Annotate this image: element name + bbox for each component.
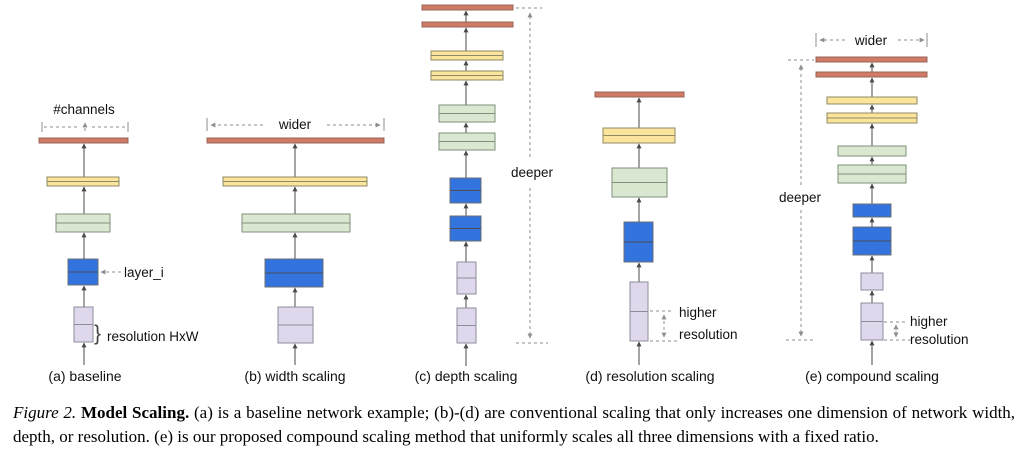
model-scaling-diagram: #channels layer_i} resolution HxW (a) basel… xyxy=(38,4,969,384)
layer-box-blue xyxy=(852,203,892,218)
layer-box-red xyxy=(38,137,129,144)
wider-label: wider xyxy=(854,33,888,48)
diagram-caption: (b) width scaling xyxy=(244,368,345,384)
layer-box-red xyxy=(815,71,928,78)
layer-box-red xyxy=(421,4,514,11)
layer-box-red xyxy=(421,21,514,28)
figure-caption: Figure 2. Model Scaling. (a) is a baseli… xyxy=(13,401,1015,448)
figure-caption-text: (a) is a baseline network example; (b)-(… xyxy=(13,403,1016,446)
resolution-label: resolution xyxy=(910,332,969,347)
layer-box-red xyxy=(594,91,685,98)
higher-label: higher xyxy=(679,305,717,320)
layer-box-yellow xyxy=(826,96,918,105)
layer-label: layer_i xyxy=(124,265,164,280)
layer-box-purple xyxy=(860,272,884,291)
layer-box-green xyxy=(837,145,907,157)
diagram-caption: (e) compound scaling xyxy=(805,368,939,384)
diagram-caption: (a) baseline xyxy=(48,368,121,384)
deeper-label: deeper xyxy=(511,165,554,180)
channels-label: #channels xyxy=(53,102,115,117)
layer-box-red xyxy=(815,56,928,63)
wider-label: wider xyxy=(278,117,312,132)
figure-label: Figure 2. xyxy=(13,403,77,422)
brace-glyph: } xyxy=(94,322,101,345)
higher-label: higher xyxy=(910,314,948,329)
resolution-label: resolution HxW xyxy=(107,329,199,344)
layer-box-red xyxy=(206,137,385,144)
diagram-caption: (d) resolution scaling xyxy=(585,368,714,384)
figure-title: Model Scaling. xyxy=(80,403,190,422)
resolution-label: resolution xyxy=(679,327,738,342)
diagram-caption: (c) depth scaling xyxy=(415,368,518,384)
deeper-label: deeper xyxy=(779,190,822,205)
